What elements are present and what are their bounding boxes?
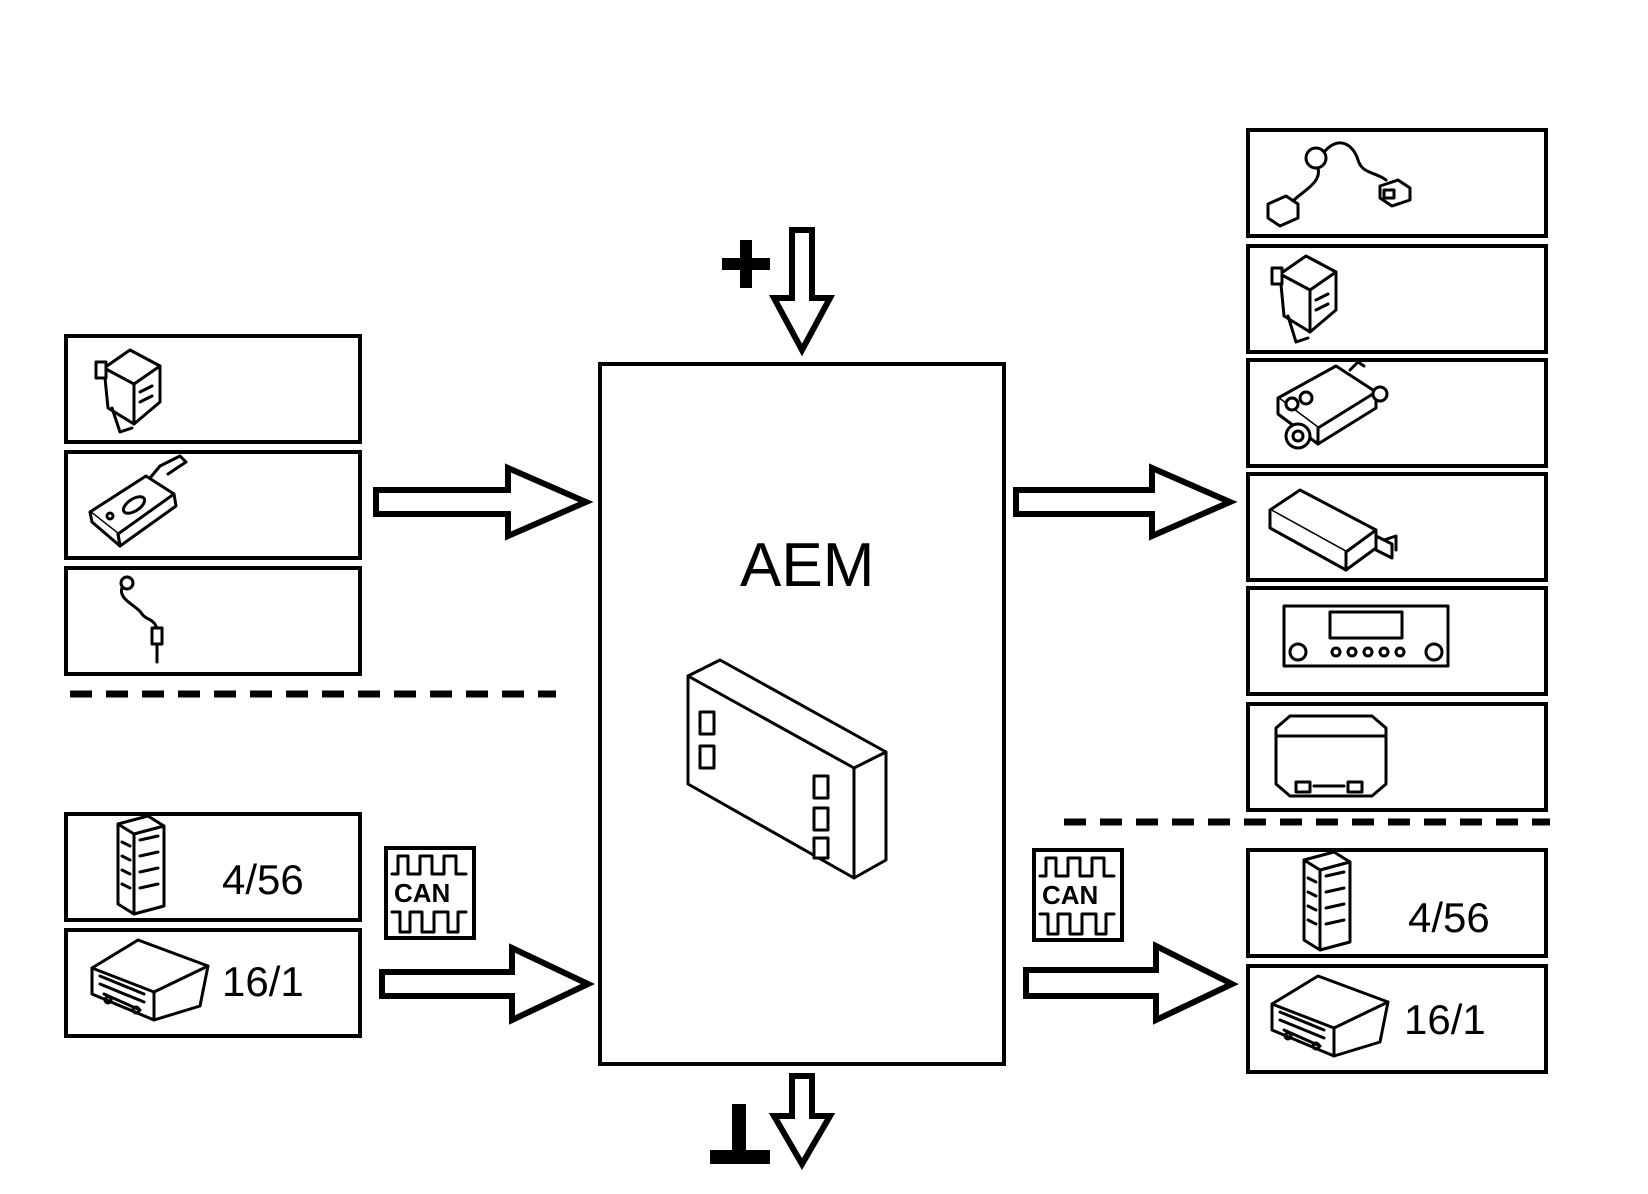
left-can-label: CAN — [394, 878, 450, 908]
right-component-6 — [1246, 702, 1548, 812]
left-component-2 — [64, 450, 362, 560]
left-can-node-2-label: 16/1 — [222, 958, 304, 1005]
plus-icon — [722, 240, 770, 288]
left-can-node-1-label: 4/56 — [222, 856, 304, 903]
remote-key-fob-icon — [88, 454, 188, 548]
right-component-2 — [1246, 244, 1548, 354]
wiring-harness-icon — [1266, 141, 1412, 228]
right-can-node-2: 16/1 — [1246, 964, 1548, 1074]
power-ground — [710, 1073, 836, 1170]
right-component-3 — [1246, 358, 1548, 468]
door-lock-actuator-icon — [1270, 254, 1338, 344]
left-can-arrow — [379, 943, 596, 1025]
right-component-1 — [1246, 128, 1548, 238]
right-output-boxes — [1246, 128, 1548, 812]
siren-icon — [1276, 360, 1389, 450]
left-component-3 — [64, 566, 362, 676]
right-can-node-1: 4/56 — [1246, 848, 1548, 958]
left-can-nodes: 4/56 16/1 — [64, 812, 362, 1038]
left-can-node-1: 4/56 — [64, 812, 362, 922]
left-can-node-2: 16/1 — [64, 928, 362, 1038]
connector-block-icon — [1302, 850, 1352, 952]
left-component-1 — [64, 334, 362, 444]
left-input-boxes — [64, 334, 362, 676]
right-can-arrow — [1023, 941, 1239, 1025]
aem-module: AEM — [598, 362, 1006, 1066]
antenna-sensor-icon — [119, 575, 164, 664]
electronic-module-icon — [1274, 714, 1388, 798]
power-in-arrow — [768, 227, 836, 357]
power-plus — [722, 227, 836, 357]
ground-icon — [710, 1104, 770, 1164]
right-can-node-2-label: 16/1 — [1404, 996, 1486, 1043]
door-lock-actuator-icon — [94, 348, 162, 434]
radio-head-unit-icon — [1282, 604, 1450, 668]
transmitter-module-icon — [1268, 488, 1398, 572]
ground-out-arrow — [768, 1073, 836, 1170]
left-can-bus-icon: CAN — [384, 846, 476, 940]
aem-title: AEM — [740, 531, 874, 600]
right-output-arrow — [1013, 463, 1238, 541]
connector-block-icon — [116, 814, 166, 916]
right-can-bus-icon: CAN — [1032, 848, 1124, 942]
left-input-arrow — [373, 463, 594, 541]
control-unit-icon — [1270, 974, 1390, 1058]
right-component-4 — [1246, 472, 1548, 582]
right-can-node-1-label: 4/56 — [1408, 894, 1490, 941]
aem-module-icon — [686, 658, 888, 880]
right-can-label: CAN — [1042, 880, 1098, 910]
right-component-5 — [1246, 586, 1548, 696]
control-unit-icon — [90, 938, 210, 1022]
right-can-nodes: 4/56 16/1 — [1246, 848, 1548, 1074]
